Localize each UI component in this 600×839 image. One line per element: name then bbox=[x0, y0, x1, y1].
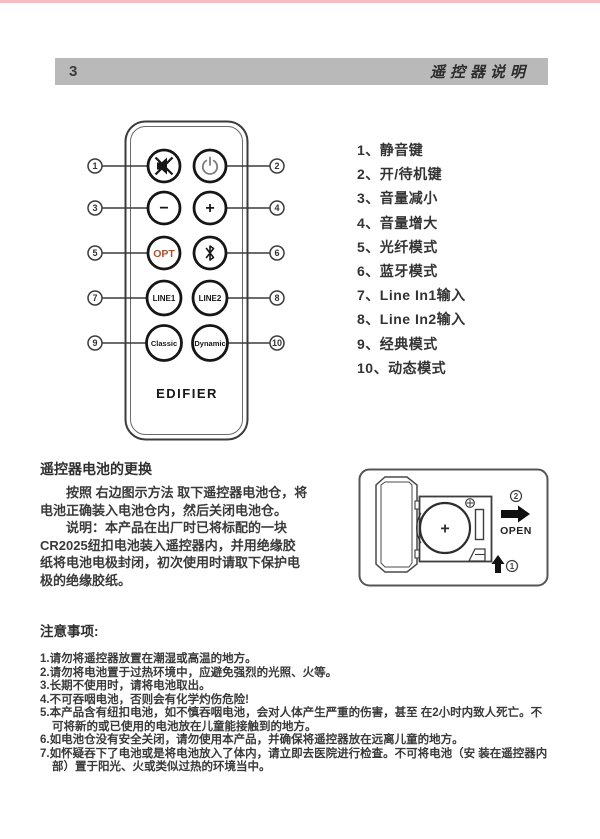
dynamic-label: Dynamic bbox=[194, 339, 225, 348]
optical-button bbox=[146, 235, 182, 271]
battery-section-body: 按照 右边图示方法 取下遥控器电池仓，将 电池正确装入电池仓内，然后关闭电池仓。… bbox=[40, 485, 308, 588]
classic-button bbox=[145, 324, 183, 362]
callout-3: 3 bbox=[92, 203, 97, 213]
legend-item-5: 5、光纤模式 bbox=[357, 238, 438, 255]
callout-lines bbox=[102, 165, 270, 344]
callout-9: 9 bbox=[92, 338, 97, 348]
battery-compartment-diagram: + 2 OPEN 1 bbox=[358, 468, 549, 587]
note-item-4: 4.不可吞咽电池，否则会有化学灼伤危险! bbox=[40, 693, 249, 706]
page-top-accent bbox=[0, 0, 600, 3]
legend-item-9: 9、经典模式 bbox=[357, 335, 438, 352]
battery-contact bbox=[474, 508, 485, 541]
remote-back-shape bbox=[375, 476, 422, 573]
page-header-title: 遥控器说明 bbox=[429, 65, 530, 81]
remote-diagram: 1 2 3 4 5 6 7 8 9 10 bbox=[87, 120, 285, 441]
svg-text:2: 2 bbox=[514, 492, 519, 501]
dynamic-button bbox=[191, 324, 229, 362]
note-item-5: 5.本产品含有纽扣电池，如不慎吞咽电池，会对人体产生严重的伤害，甚至 在2小时内… bbox=[40, 707, 543, 733]
legend-item-7: 7、Line In1输入 bbox=[357, 287, 466, 304]
legend-item-1: 1、静音键 bbox=[357, 142, 424, 158]
battery-polarity-label: + bbox=[440, 521, 449, 538]
callout-4: 4 bbox=[274, 203, 279, 213]
mute-icon bbox=[154, 156, 174, 176]
notes-list: 1.请勿将遥控器放置在潮湿或高温的地方。 2.请勿将电池置于过热环境中，应避免强… bbox=[40, 653, 548, 775]
optical-label: OPT bbox=[153, 248, 175, 260]
callout-8: 8 bbox=[274, 293, 279, 303]
step-2-badge: 2 bbox=[509, 489, 523, 503]
volume-up-label: + bbox=[205, 200, 214, 217]
page-header: 3 遥控器说明 bbox=[55, 58, 548, 85]
notes-title: 注意事项: bbox=[40, 624, 99, 639]
step-1-badge: 1 bbox=[505, 559, 519, 573]
line2-label: LINE2 bbox=[199, 294, 222, 303]
page-number: 3 bbox=[69, 63, 78, 80]
push-arrow-icon bbox=[491, 555, 505, 573]
screw-icon bbox=[465, 498, 475, 508]
svg-text:1: 1 bbox=[510, 562, 515, 571]
legend-item-3: 3、音量减小 bbox=[357, 190, 438, 207]
legend-item-10: 10、动态模式 bbox=[357, 359, 447, 376]
battery-section-title: 遥控器电池的更换 bbox=[40, 461, 152, 477]
line2-button bbox=[191, 279, 229, 317]
callout-2: 2 bbox=[274, 161, 279, 171]
coin-battery: + bbox=[416, 501, 472, 555]
open-label: OPEN bbox=[500, 525, 532, 537]
volume-up-button bbox=[192, 190, 228, 226]
callout-1: 1 bbox=[92, 161, 97, 171]
bluetooth-icon bbox=[205, 245, 215, 261]
callout-6: 6 bbox=[274, 248, 279, 258]
note-item-1: 1.请勿将遥控器放置在潮湿或高温的地方。 bbox=[40, 653, 257, 665]
power-button bbox=[192, 148, 228, 184]
callout-numbers: 1 2 3 4 5 6 7 8 9 10 bbox=[92, 161, 282, 348]
legend-item-6: 6、蓝牙模式 bbox=[357, 262, 438, 279]
legend-item-4: 4、音量增大 bbox=[357, 214, 438, 231]
button-legend: 1、静音键 2、开/待机键 3、音量减小 4、音量增大 5、光纤模式 6、蓝牙模… bbox=[357, 138, 466, 380]
note-item-6: 6.如电池仓没有安全关闭，请勿使用本产品，并确保将遥控器放在远离儿童的地方。 bbox=[40, 734, 464, 746]
open-arrow-icon bbox=[501, 505, 530, 523]
legend-item-2: 2、开/待机键 bbox=[357, 166, 443, 183]
note-item-2: 2.请勿将电池置于过热环境中，应避免强烈的光照、火等。 bbox=[40, 666, 338, 679]
callout-10: 10 bbox=[272, 338, 282, 348]
line1-button bbox=[145, 279, 183, 317]
callout-5: 5 bbox=[92, 248, 97, 258]
callout-badges bbox=[87, 158, 285, 351]
classic-label: Classic bbox=[151, 339, 177, 348]
volume-down-label: − bbox=[159, 200, 168, 217]
callout-7: 7 bbox=[92, 293, 97, 303]
legend-item-8: 8、Line In2输入 bbox=[357, 311, 466, 328]
brand-logo: EDIFIER bbox=[156, 386, 218, 401]
volume-down-button bbox=[146, 190, 182, 226]
button-rings bbox=[145, 148, 229, 362]
note-item-7: 7.如怀疑吞下了电池或是将电池放入了体内，请立即去医院进行检查。不可将电池（安 … bbox=[40, 747, 548, 774]
note-item-3: 3.长期不使用时，请将电池取出。 bbox=[40, 680, 211, 692]
power-icon bbox=[201, 156, 219, 175]
line1-label: LINE1 bbox=[153, 294, 176, 303]
